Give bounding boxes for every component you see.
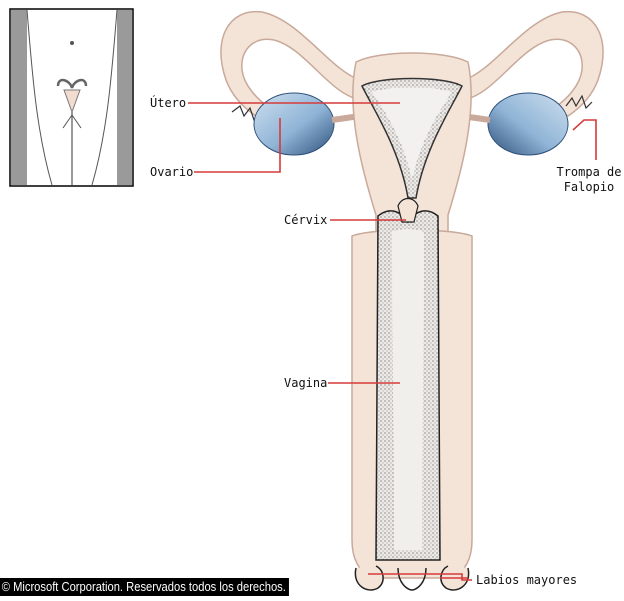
inset-thumbnail xyxy=(10,9,133,186)
vagina-tube xyxy=(352,199,472,591)
leader-trompa xyxy=(573,120,596,160)
label-vagina: Vagina xyxy=(284,377,327,389)
copyright-notice: © Microsoft Corporation. Reservados todo… xyxy=(0,578,289,596)
label-trompa-line1: Trompa de xyxy=(554,166,624,178)
label-trompa-de-falopio: Trompa de Falopio xyxy=(554,166,624,193)
label-utero: Útero xyxy=(150,97,186,109)
label-cervix: Cérvix xyxy=(284,214,327,226)
label-trompa-line2: Falopio xyxy=(554,181,624,193)
label-labios-mayores: Labios mayores xyxy=(476,574,577,586)
label-ovario: Ovario xyxy=(150,166,193,178)
